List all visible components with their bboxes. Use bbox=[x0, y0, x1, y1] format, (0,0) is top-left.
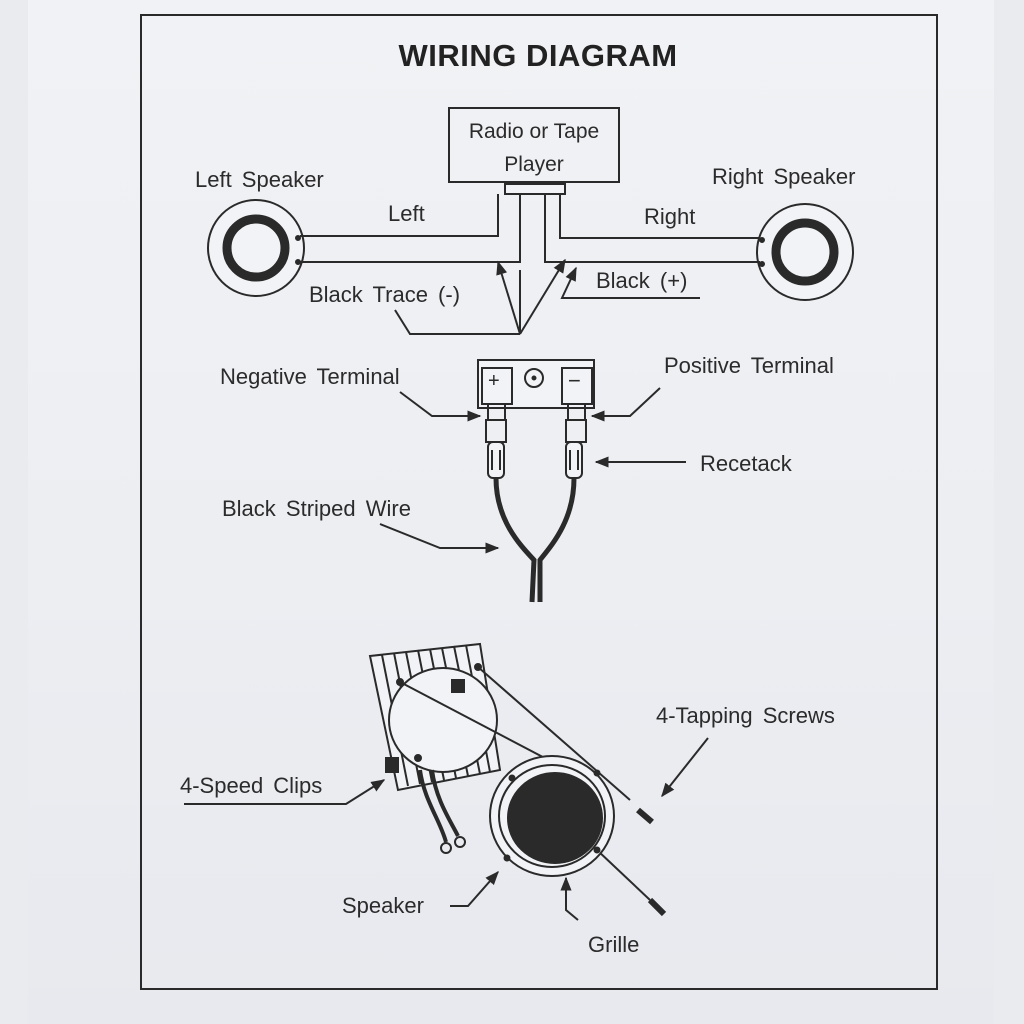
source-connector bbox=[504, 183, 566, 195]
speaker-label: Speaker bbox=[342, 893, 424, 918]
speaker-pointer bbox=[450, 870, 499, 907]
right-speaker-icon bbox=[756, 203, 854, 301]
striped-wire-pointer bbox=[379, 523, 500, 554]
right-channel-label: Right bbox=[644, 204, 696, 229]
left-wire-pair bbox=[300, 194, 521, 263]
left-channel-label: Left bbox=[388, 201, 425, 226]
mounting-panel bbox=[368, 642, 502, 792]
right-speaker-label: Right Speaker bbox=[712, 164, 856, 189]
terminal-plus-symbol: + bbox=[488, 370, 500, 392]
speed-clips-pointer bbox=[184, 779, 386, 805]
source-line-1: Radio or Tape bbox=[468, 120, 600, 143]
grille-label: Grille bbox=[588, 932, 640, 957]
radio-tape-player-box: Radio or Tape Player bbox=[448, 107, 620, 183]
diagram-title: WIRING DIAGRAM bbox=[398, 38, 678, 73]
speaker-grille-icon bbox=[489, 755, 615, 877]
right-wire-pair bbox=[544, 194, 760, 263]
speed-clips-label: 4-Speed Clips bbox=[180, 773, 323, 798]
striped-wire bbox=[493, 477, 577, 603]
receptacle-left bbox=[485, 419, 507, 479]
receptacle-right bbox=[565, 419, 587, 479]
terminal-block bbox=[477, 359, 595, 421]
negative-terminal-pointer bbox=[399, 391, 482, 422]
terminal-minus-symbol: − bbox=[568, 368, 581, 393]
tapping-screws-pointer bbox=[661, 737, 709, 798]
grille-pointer bbox=[560, 876, 579, 921]
black-plus-leader bbox=[560, 266, 700, 299]
diagram-frame bbox=[140, 14, 938, 990]
negative-terminal-label: Negative Terminal bbox=[220, 364, 400, 389]
black-plus-label: Black (+) bbox=[596, 268, 688, 293]
speaker-lead-wires bbox=[418, 769, 466, 854]
black-trace-label: Black Trace (-) bbox=[309, 282, 461, 307]
source-line-2: Player bbox=[504, 153, 564, 176]
positive-terminal-label: Positive Terminal bbox=[664, 353, 834, 378]
left-speaker-icon bbox=[207, 199, 305, 297]
black-striped-wire-label: Black Striped Wire bbox=[222, 496, 411, 521]
tapping-screws-label: 4-Tapping Screws bbox=[656, 703, 835, 728]
positive-terminal-pointer bbox=[590, 387, 661, 422]
black-trace-leaders bbox=[394, 258, 566, 335]
left-speaker-label: Left Speaker bbox=[195, 167, 324, 192]
tapping-screw-icon bbox=[636, 807, 667, 917]
recetack-label: Recetack bbox=[700, 451, 792, 476]
